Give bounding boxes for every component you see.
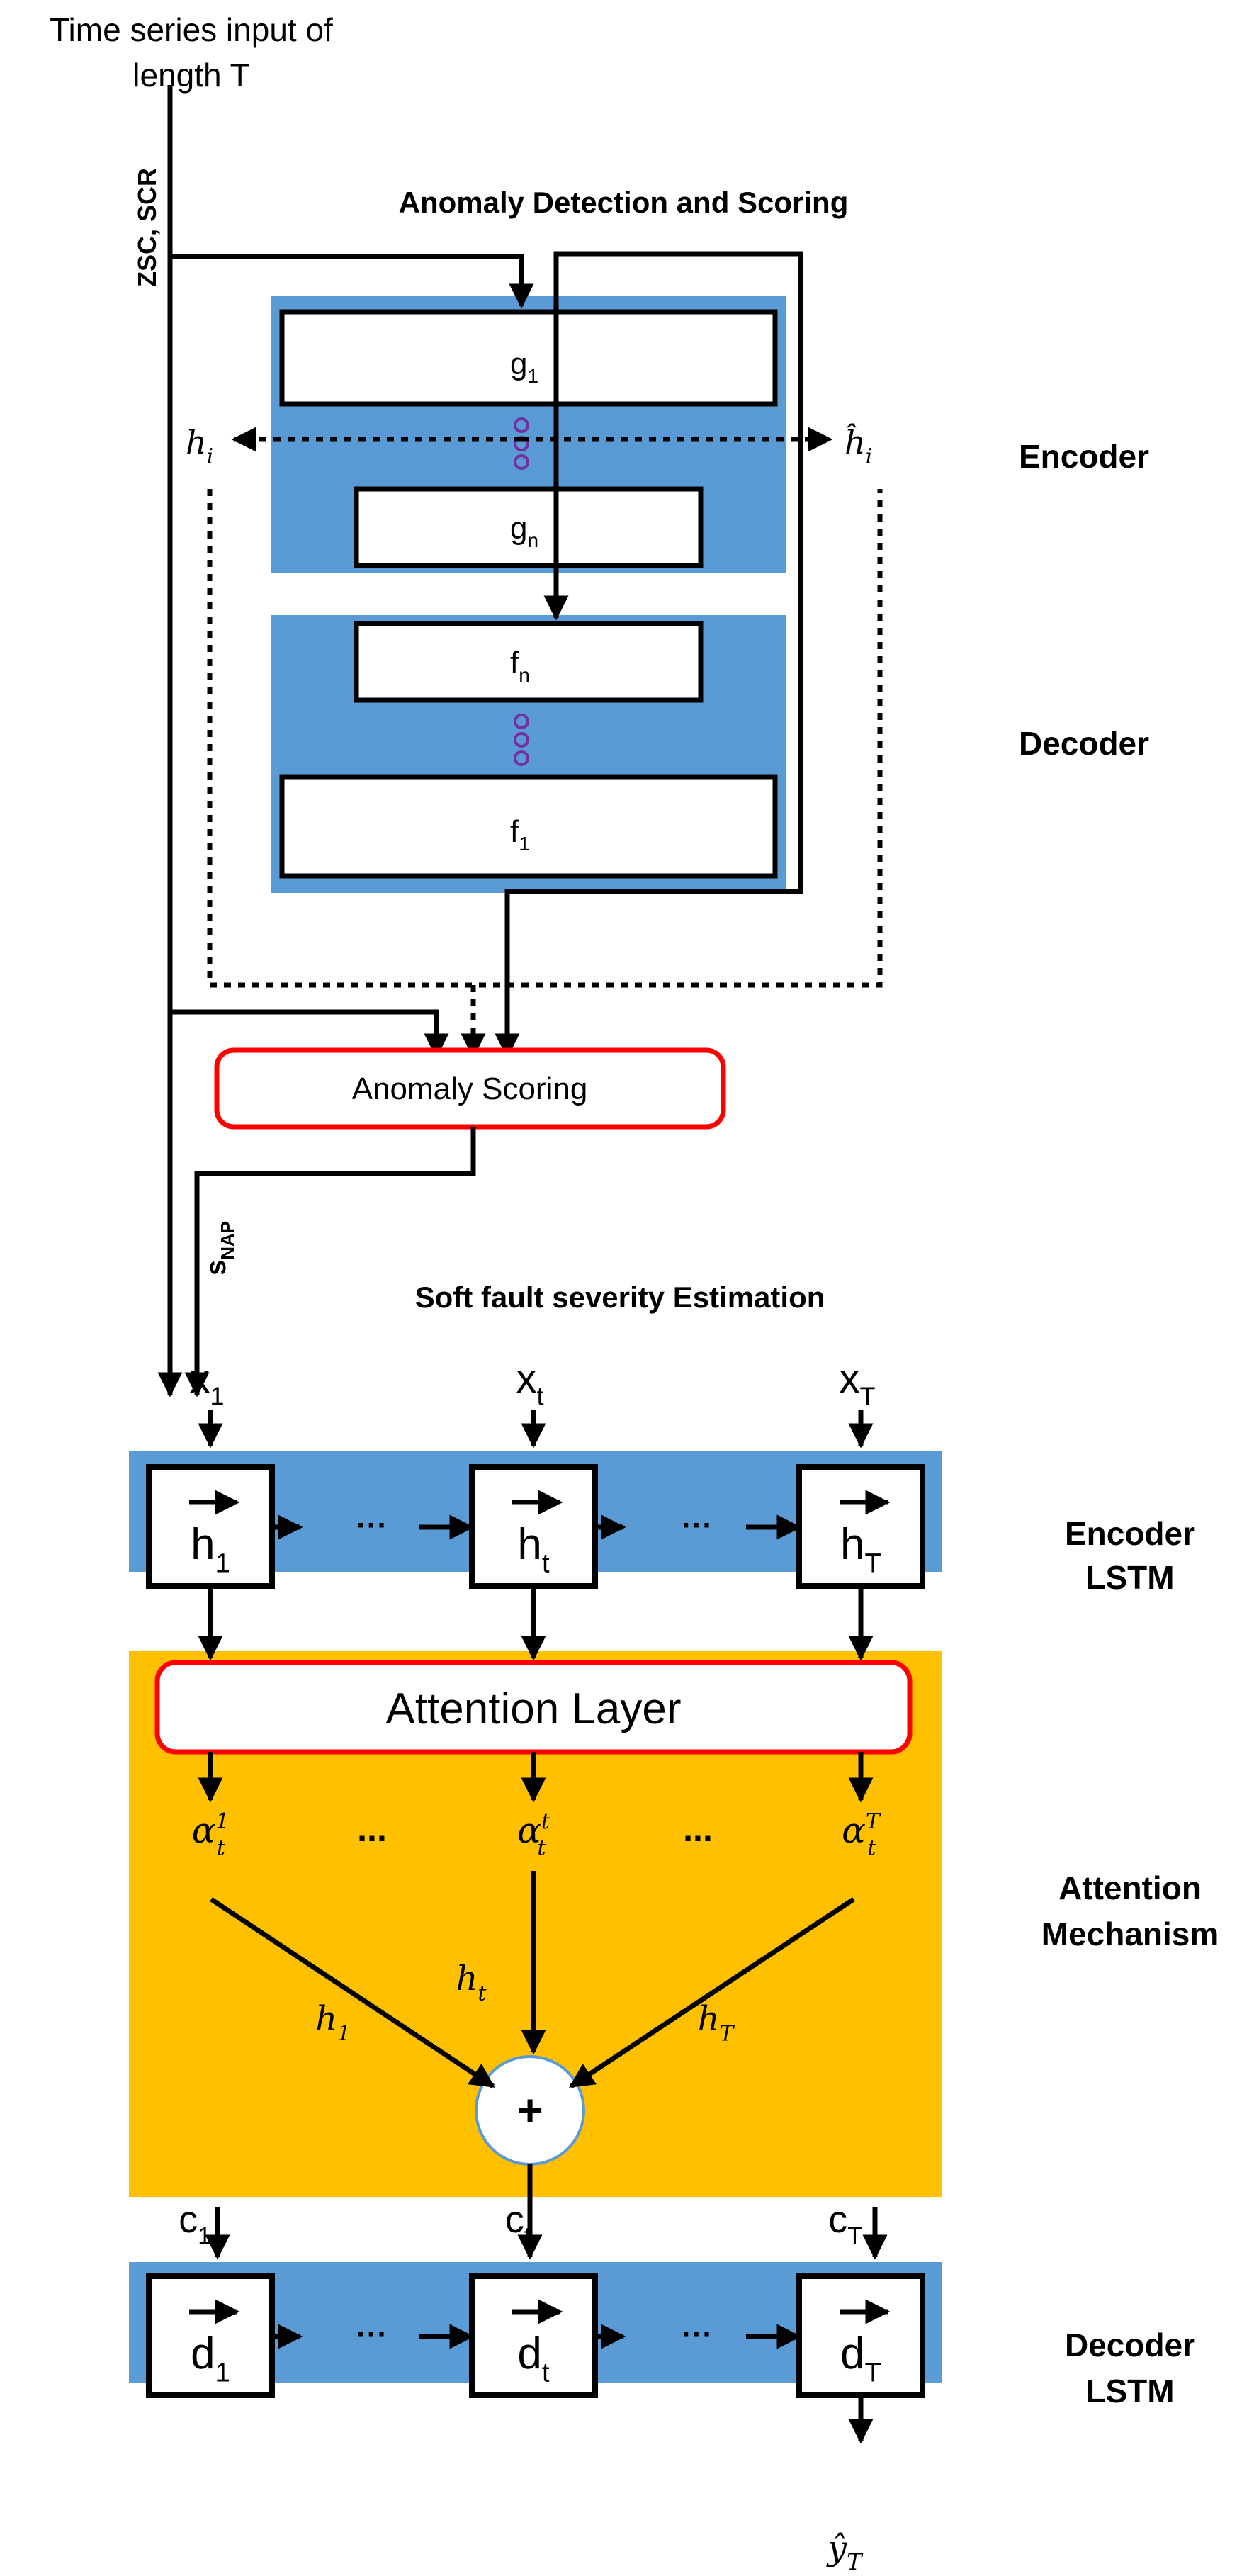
encoder-lstm-label-line2: LSTM bbox=[1085, 1559, 1174, 1596]
decoder-state-box bbox=[796, 2273, 925, 2398]
decoder-chain-dots: ··· bbox=[356, 2317, 388, 2352]
context-label: ct bbox=[505, 2198, 531, 2249]
fn-label: fn bbox=[510, 646, 530, 686]
decoder-state-box bbox=[469, 2273, 598, 2398]
weight-line-T bbox=[569, 1897, 855, 2088]
g1-box bbox=[279, 309, 778, 407]
y-hat-label: ŷT bbox=[826, 2529, 864, 2575]
fn-box bbox=[354, 621, 704, 703]
input-features-label: ZSC, SCR bbox=[132, 168, 162, 287]
context-label: c1 bbox=[179, 2198, 211, 2249]
encoder-state-label: hT bbox=[840, 1520, 881, 1579]
h-i-label: hi bbox=[186, 423, 213, 469]
input-title-line2: length T bbox=[132, 57, 249, 94]
context-label: cT bbox=[828, 2198, 862, 2249]
decoder-state-label: dt bbox=[517, 2329, 549, 2388]
decoder-dots-icon bbox=[514, 714, 529, 766]
decoder-label: Decoder bbox=[1019, 725, 1149, 762]
alpha-ellipsis: ... bbox=[683, 1809, 713, 1849]
decoder-lstm-label-line1: Decoder bbox=[1065, 2327, 1195, 2363]
plus-icon: + bbox=[516, 2085, 543, 2136]
latent-dotted-loop bbox=[207, 489, 883, 988]
gn-box bbox=[354, 486, 704, 568]
decoder-lstm-label-line2: LSTM bbox=[1085, 2373, 1174, 2409]
encoder-chain-dots: ··· bbox=[682, 1508, 713, 1543]
decoder-chain-dots: ··· bbox=[682, 2317, 713, 2352]
encoder-state-label: h1 bbox=[191, 1520, 230, 1579]
input-to-scoring-arrow bbox=[170, 1009, 449, 1059]
gn-label: gn bbox=[510, 511, 538, 551]
encoder-state-box bbox=[796, 1464, 925, 1589]
weight-label-1: h1 bbox=[315, 1999, 351, 2046]
anomaly-section-title: Anomaly Detection and Scoring bbox=[399, 186, 849, 219]
attention-layer-label: Attention Layer bbox=[385, 1684, 681, 1733]
encoder-label: Encoder bbox=[1019, 438, 1149, 475]
decoder-state-label: dT bbox=[840, 2329, 881, 2388]
s-nap-label: sNAP bbox=[200, 1221, 238, 1276]
attention-mechanism-label-line2: Mechanism bbox=[1041, 1916, 1219, 1952]
input-x-label: xt bbox=[516, 1356, 544, 1410]
input-to-encoder-arrow bbox=[170, 254, 534, 309]
alpha-ellipsis: ... bbox=[357, 1809, 387, 1849]
f1-box bbox=[279, 774, 778, 879]
weight-line-1 bbox=[210, 1897, 495, 2088]
anomaly-scoring-box bbox=[214, 1047, 726, 1130]
decoder-state-label: d1 bbox=[191, 2329, 230, 2388]
reconstruction-to-scoring-arrow bbox=[495, 251, 803, 1059]
encoder-lstm-label-line1: Encoder bbox=[1065, 1515, 1195, 1552]
input-x-label: x1 bbox=[190, 1356, 225, 1410]
input-title-line1: Time series input of bbox=[50, 11, 333, 48]
weight-label-T: hT bbox=[698, 1999, 735, 2046]
anomaly-scoring-label: Anomaly Scoring bbox=[352, 1072, 588, 1106]
h-hat-i-label: ĥi bbox=[845, 422, 872, 469]
severity-section-title: Soft fault severity Estimation bbox=[415, 1281, 825, 1314]
encoder-chain-dots: ··· bbox=[356, 1508, 388, 1543]
weight-label-t: ht bbox=[456, 1959, 487, 2006]
score-arrow bbox=[184, 1127, 476, 1397]
g1-label: g1 bbox=[510, 347, 538, 387]
input-x-label: xT bbox=[840, 1356, 876, 1410]
f1-label: f1 bbox=[510, 814, 530, 855]
encoder-state-label: ht bbox=[517, 1520, 549, 1579]
attention-mechanism-label-line1: Attention bbox=[1058, 1869, 1202, 1906]
